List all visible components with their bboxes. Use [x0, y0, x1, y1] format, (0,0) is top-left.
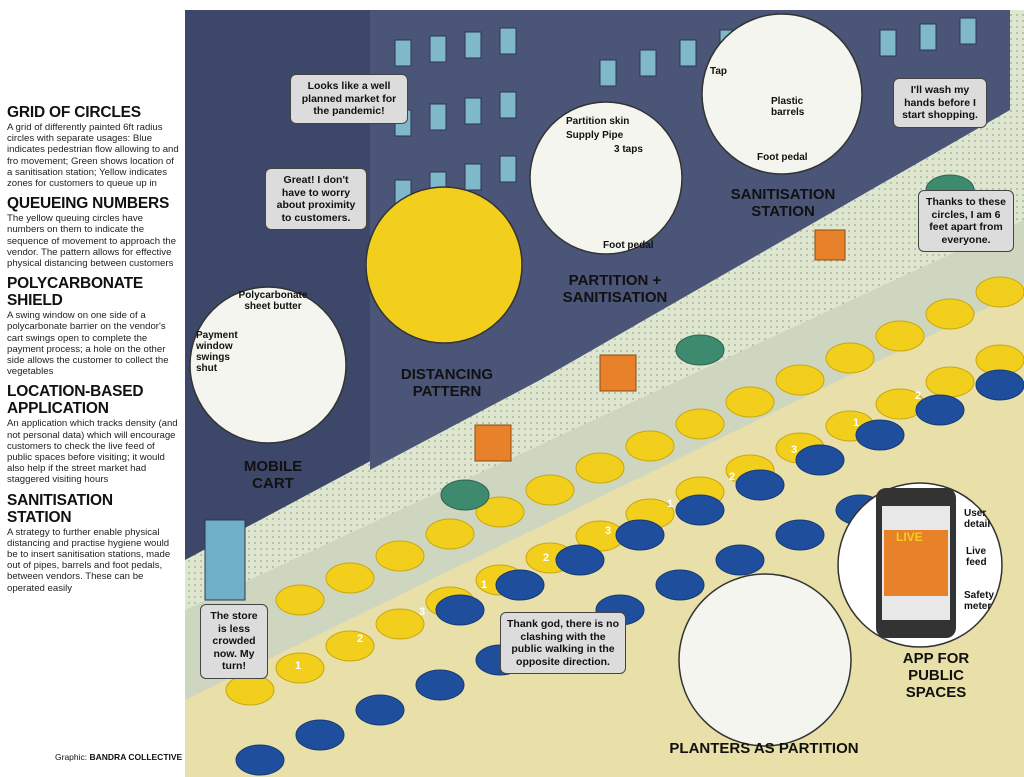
label-mobile-cart: MOBILE CART	[243, 458, 303, 492]
queue-number: 1	[853, 417, 860, 429]
section-body: A strategy to further enable physical di…	[7, 526, 171, 594]
section-title: QUEUEING NUMBERS	[7, 195, 170, 213]
credit-prefix: Graphic:	[55, 752, 88, 762]
detail-insets	[189, 13, 1003, 747]
section-title: SANITISATION STATION	[7, 491, 113, 526]
phone-live-label: LIVE	[896, 530, 923, 544]
label-distancing-pattern: DISTANCING PATTERN	[400, 366, 494, 400]
queue-number: 3	[419, 606, 426, 618]
bubble-store: The store is less crowded now. My turn!	[200, 604, 268, 679]
section-grid-of-circles: GRID OF CIRCLES A grid of differently pa…	[7, 104, 179, 189]
queue-number: 3	[605, 525, 612, 537]
phone-live-feed	[884, 530, 948, 596]
credit-name: BANDRA COLLECTIVE	[89, 752, 183, 762]
callout-foot-pedal-1: Foot pedal	[603, 240, 654, 251]
callout-live-feed: Live feed	[966, 546, 987, 568]
queue-number: 2	[543, 552, 550, 564]
queue-number: 1	[667, 498, 674, 510]
section-location-based-application: LOCATION-BASED APPLICATION An applicatio…	[7, 383, 179, 485]
section-title: LOCATION-BASED APPLICATION	[7, 383, 144, 418]
queue-number: 3	[791, 444, 798, 456]
bubble-thank-god: Thank god, there is no clashing with the…	[500, 612, 626, 674]
callout-user-detail: User detail	[964, 508, 991, 530]
queue-number: 1	[481, 579, 488, 591]
section-body: An application which tracks density (and…	[7, 418, 178, 486]
graphic-credit: Graphic: BANDRA COLLECTIVE	[55, 752, 182, 762]
section-body: A grid of differently painted 6ft radius…	[7, 122, 179, 190]
doorway	[204, 519, 246, 601]
label-planters: PLANTERS AS PARTITION	[669, 740, 859, 757]
callout-plastic-barrels: Plastic barrels	[771, 96, 805, 118]
section-body: A swing window on one side of a polycarb…	[7, 310, 169, 378]
queue-number: 2	[357, 633, 364, 645]
callout-payment: Payment window swings shut	[196, 330, 238, 374]
section-body: The yellow queuing circles have numbers …	[7, 213, 177, 270]
bubble-thanks: Thanks to these circles, I am 6 feet apa…	[918, 190, 1014, 252]
callout-tap: Tap	[710, 66, 728, 77]
callout-three-taps: 3 taps	[614, 144, 643, 155]
callout-partition-skin: Partition skin	[566, 116, 630, 127]
yellow-queue-circles	[225, 276, 1024, 706]
section-queueing-numbers: QUEUEING NUMBERS The yellow queuing circ…	[7, 195, 179, 269]
label-partition-sanitisation: PARTITION + SANITISATION	[562, 272, 668, 306]
section-title: POLYCARBONATE SHIELD	[7, 275, 144, 310]
bubble-well-planned: Looks like a well planned market for the…	[290, 74, 408, 124]
section-title: GRID OF CIRCLES	[7, 104, 141, 121]
label-sanitisation-station: SANITISATION STATION	[730, 186, 836, 220]
queue-number: 2	[729, 471, 736, 483]
sidebar: GRID OF CIRCLES A grid of differently pa…	[7, 104, 179, 600]
callout-foot-pedal-2: Foot pedal	[757, 152, 808, 163]
callout-supply-pipe: Supply Pipe	[566, 130, 624, 141]
bubble-wash: I'll wash my hands before I start shoppi…	[893, 78, 987, 128]
callout-polycarbonate: Polycarbonate sheet butter	[238, 290, 308, 312]
label-app: APP FOR PUBLIC SPACES	[902, 650, 970, 701]
callout-safety-meter: Safety meter	[964, 590, 995, 612]
queue-number: 1	[295, 660, 302, 672]
vendor-stalls	[474, 229, 846, 462]
section-sanitisation-station: SANITISATION STATION A strategy to furth…	[7, 492, 179, 594]
section-polycarbonate-shield: POLYCARBONATE SHIELD A swing window on o…	[7, 275, 179, 377]
queue-number: 2	[915, 390, 922, 402]
bubble-great: Great! I don't have to worry about proxi…	[265, 168, 367, 230]
